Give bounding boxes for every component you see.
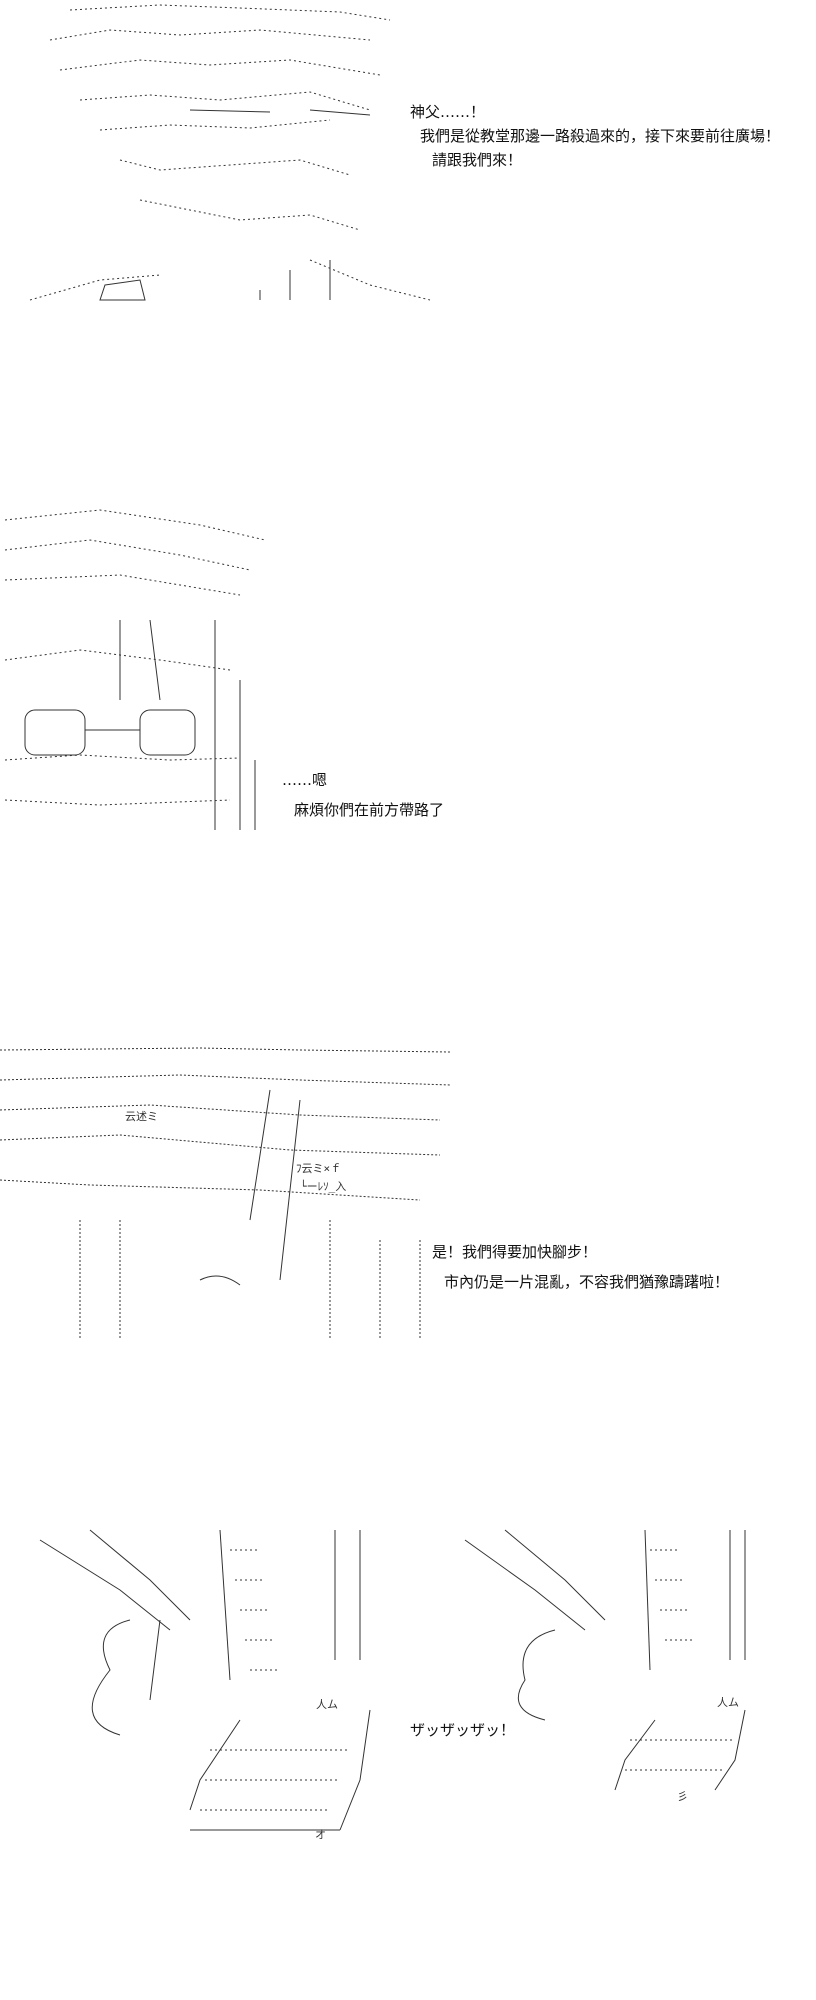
panel-3: 云述ミ ﾌ云ミ×ｆ └ーﾚｿ_入 是！我們得要加快腳步！ 市內仍是一片混亂，不容… [0,1040,816,1360]
art-text-fragment: 人ム [717,1696,739,1709]
dialogue-line: 市內仍是一片混亂，不容我們猶豫躊躇啦！ [444,1273,730,1291]
dialogue-line: ……嗯 [282,771,328,789]
ascii-art-left-boots: 人ム オ [30,1520,400,1880]
ascii-art-right-boots: 人ム 彡 [455,1520,785,1820]
panel-4: 人ム オ 人ム 彡 ザッザッザ [0,1520,816,1900]
dialogue-panel-1: 神父……！ 我們是從教堂那邊一路殺過來的，接下來要前往廣場！ 請跟我們來！ [410,100,780,172]
ascii-art-figure-3: 云述ミ ﾌ云ミ×ｆ └ーﾚｿ_入 [0,1040,460,1350]
dialogue-line: 神父……！ [410,103,486,121]
art-text-fragment: オ [315,1828,326,1841]
dialogue-line: 我們是從教堂那邊一路殺過來的，接下來要前往廣場！ [420,127,781,145]
art-text-fragment: 云述ミ [125,1110,158,1123]
panel-2: ……嗯 麻煩你們在前方帶路了 [0,500,816,850]
art-text-fragment: 彡 [677,1790,688,1803]
dialogue-line: ザッザッザッ！ [410,1721,516,1739]
dialogue-line: 是！我們得要加快腳步！ [432,1243,598,1261]
dialogue-line: 請跟我們來！ [432,151,523,169]
ascii-art-figure-2 [0,500,270,840]
panel-1: 神父……！ 我們是從教堂那邊一路殺過來的，接下來要前往廣場！ 請跟我們來！ [0,0,816,320]
dialogue-line: 麻煩你們在前方帶路了 [294,801,445,819]
dialogue-panel-3: 是！我們得要加快腳步！ 市內仍是一片混亂，不容我們猶豫躊躇啦！ [432,1240,729,1294]
art-text-fragment: ﾌ云ミ×ｆ [296,1162,341,1175]
ascii-art-figure-1 [10,0,480,310]
art-text-fragment: └ーﾚｿ_入 [300,1179,346,1193]
art-text-fragment: 人ム [316,1698,338,1711]
dialogue-panel-4: ザッザッザッ！ [410,1718,515,1742]
dialogue-panel-2: ……嗯 麻煩你們在前方帶路了 [282,768,444,822]
